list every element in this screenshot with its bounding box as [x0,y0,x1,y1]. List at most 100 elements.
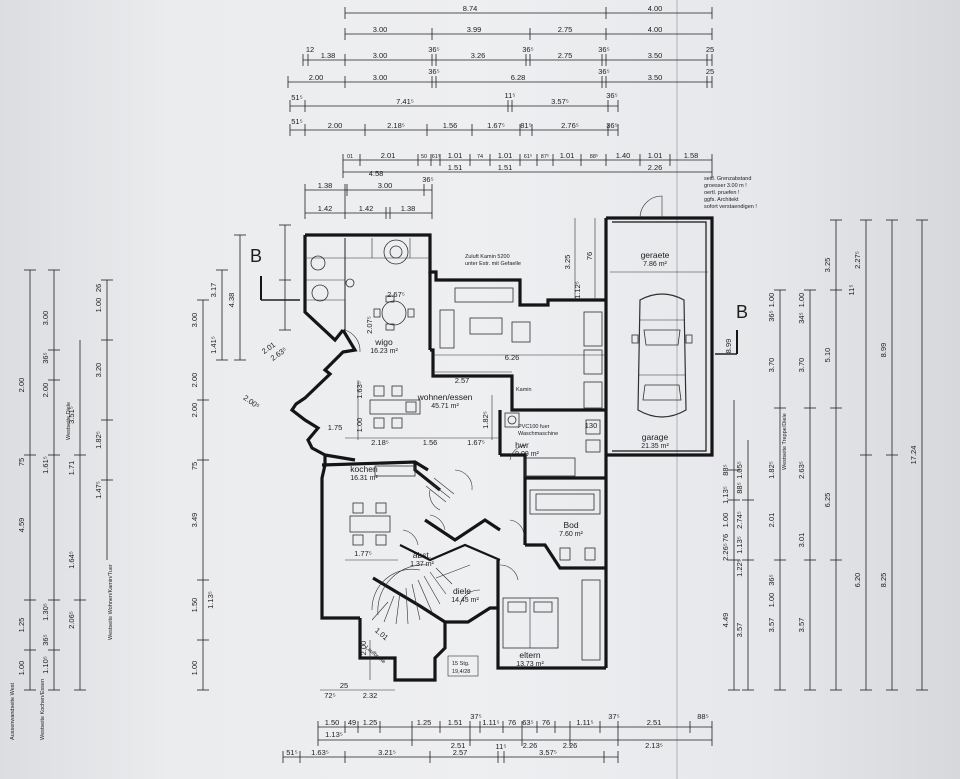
dim-top-row10: 1.42 [359,204,374,213]
dim-top-row1: 4.00 [648,4,663,13]
dim-top-row6: 1.67⁵ [487,121,505,130]
dim-right-col2: 3.57 [735,623,744,638]
dim-left-col4: 1.47⁵ [94,481,103,499]
room-area: 7.86 m² [643,261,667,268]
dim-right-col2: 1.13⁵ [735,536,744,554]
dim-top-row5: 51⁵ [291,93,302,102]
dim-left-col2: 1.30⁵ [41,603,50,621]
section-marker-b-left: B [250,246,262,266]
dim-top-row4: 3.00 [373,73,388,82]
dim-top-row3: 36⁵ [522,45,533,54]
inner-dim: 1.67⁵ [467,438,485,447]
room-area: 21.35 m² [641,443,669,450]
dim-right-col1: 88⁵ [721,464,730,475]
dim-left-col3: 2.06⁵ [67,611,76,629]
dim-top-row7: 61⁵ [524,153,532,160]
section-marker-b-right: B [736,302,748,322]
dim-left-col5: 1.00 [190,661,199,676]
dim-top-row10: 1.42 [318,204,333,213]
dim-left-col6: 3.17 [209,283,218,298]
dim-top-row7: 1.40 [616,151,631,160]
dim-left-col4: 3.20 [94,363,103,378]
dim-left-col2: 1.61⁵ [41,456,50,474]
dim-top-row8: 4.58 [369,169,384,178]
dim-top-row4: 2.00 [309,73,324,82]
dim-right-col4: 3.25 [823,258,832,273]
room-area: 45.71 m² [431,403,459,410]
dim-left-col3: 3.00 [41,311,50,326]
inner-dim: 25 [340,681,348,690]
inner-dim: 2.67⁵ [387,290,405,299]
dim-top-row7: 1.58 [684,151,699,160]
dim-left-col2: 1.10⁵ [41,656,50,674]
dim-top-row7: 1.01 [448,151,463,160]
room-area: 14.45 m² [451,597,479,604]
dim-top-row7: 74 [477,154,483,160]
dim-right-col3: 36⁵ [767,574,776,585]
dim-left-col4: 26 [94,284,103,292]
dim-top-row6: 36⁵ [606,121,617,130]
dim-bottom-row1: 1.25 [417,718,432,727]
dim-left-col2: 2.00 [41,383,50,398]
note-line: groesser 3.00 m ! [704,183,747,189]
dim-top-row6: 2.76⁵ [561,121,579,130]
dim-bottom-row1: 63⁵ [522,718,533,727]
note-pvc: PVC100 fuer [518,424,550,430]
dim-bottom-row2: 1.13⁵ [325,730,343,739]
dim-bottom-row1: 1.51 [448,718,463,727]
note-kamin: Zuluft Kamin 5200 [465,254,510,260]
inner-dim: 1.63⁵ [355,381,364,399]
inner-dim: 1.77⁵ [354,549,372,558]
dim-left-col5: 2.00 [190,403,199,418]
inner-dim: 1.75 [328,423,343,432]
dim-top-row4: 36⁵ [598,67,609,76]
car-icon [631,293,693,418]
note-line: seitl. Grenzabstand [704,176,751,182]
room-area: 13.73 m² [516,661,544,668]
dim-top-row7: 1.01 [498,151,513,160]
inner-dimensions: 2.67⁵ 2.07⁵ 6.26 2.57 2.18⁵ 1.56 1.67⁵ 1… [242,218,606,700]
dim-right-col2: 2.74⁵ [735,511,744,529]
dim-left-col4: 1.00 [94,298,103,313]
dim-top-row6: 81⁵ [520,121,531,130]
dim-left-col1: 2.00 [17,378,26,393]
building-walls [289,216,714,682]
left-dimension-chains: 4.59 2.00 75 1.25 1.00 36⁵ 1.30⁵ 36⁵ 1.1… [10,224,291,740]
room-name: geraete [641,250,670,260]
dim-left-col1: 75 [17,458,26,466]
dim-top-row10: 1.38 [401,204,416,213]
dim-left-col3: 1.71 [67,461,76,476]
inner-dim: 2.18⁵ [371,438,389,447]
dim-top-row3: 3.26 [471,51,486,60]
dim-top-row3: 3.00 [373,51,388,60]
dim-right-col3: 2.01 [767,513,776,528]
dim-right-col1: 76 [721,534,730,542]
dim-left-col5: 1.50 [190,598,199,613]
paper-fold [676,0,678,779]
dim-right-col1: 1.13⁵ [721,486,730,504]
dim-right-col1: 2.26⁵ [721,543,730,561]
dim-top-row3: 36⁵ [598,45,609,54]
stairs-note-box [447,655,479,677]
dim-bottom-row3: 1.63⁵ [311,748,329,757]
dim-top-row7: 88⁵ [590,153,598,160]
dim-top-row3: 12 [306,45,314,54]
furniture [349,287,603,661]
dim-bottom-row1: 37⁵ [608,712,619,721]
dim-left-col2: 36⁵ [41,352,50,363]
dim-bottom-row1: 37⁵ [470,712,481,721]
dim-right-col3: 36⁵ [767,310,776,321]
dim-top-row2: 3.00 [373,25,388,34]
dim-right-col3: 1.00 [767,293,776,308]
staircase [371,477,471,625]
dim-left-col3: 1.64⁵ [67,551,76,569]
dim-top-row4: 3.50 [648,73,663,82]
note-line: ggfs. Architekt [704,197,739,203]
dim-bottom-row2: 2.51 [451,741,466,750]
dim-top-row5: 36⁵ [606,91,617,100]
dim-left-col1: 1.25 [17,618,26,633]
dim-bottom-row2: 2.26 [523,741,538,750]
room-name: kochen [350,464,378,474]
dim-bottom-row1: 1.25 [363,718,378,727]
dim-top-row5: 7.41⁵ [396,97,414,106]
